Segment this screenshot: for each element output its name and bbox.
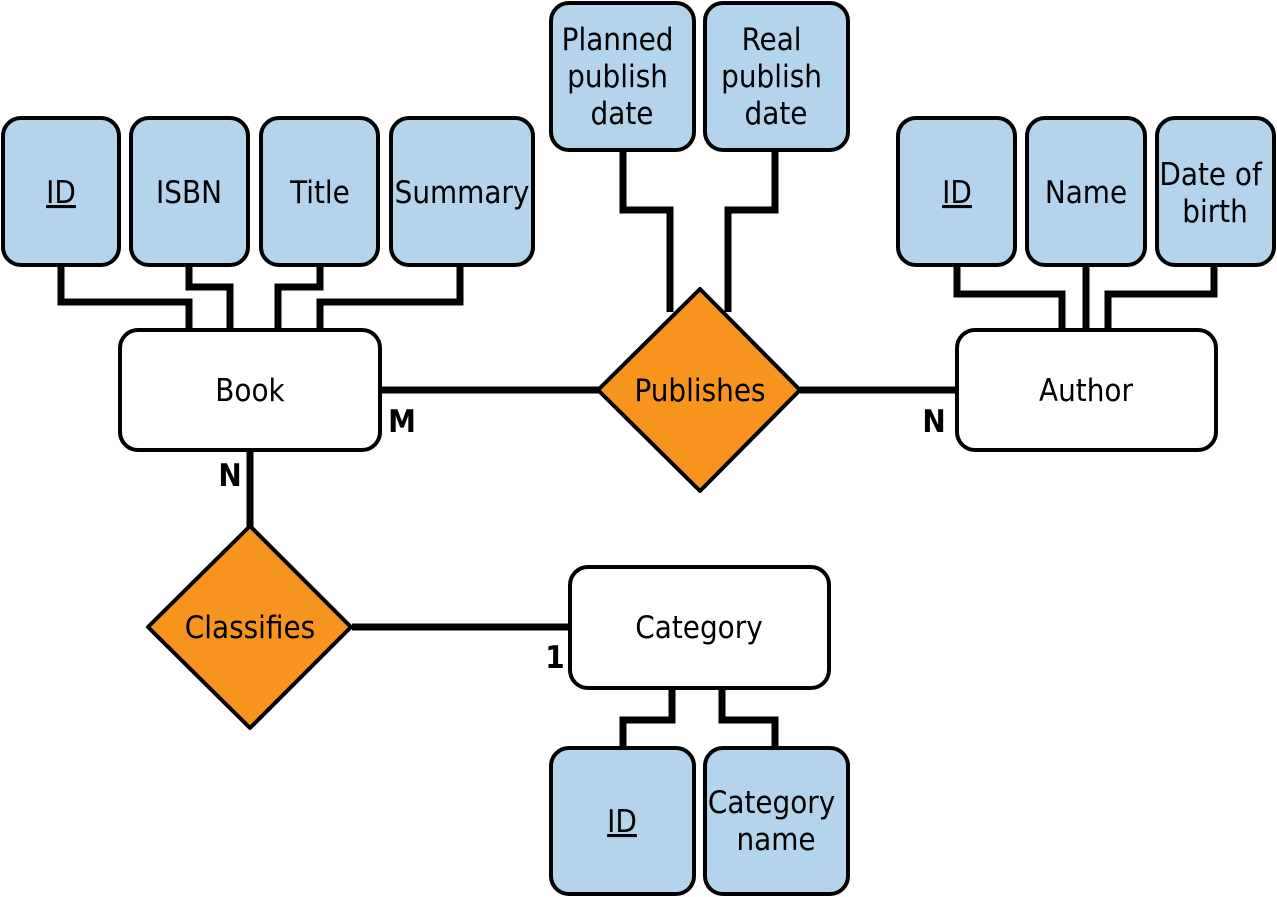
attribute-label: Name: [1045, 175, 1127, 211]
attribute-label: ID: [942, 175, 972, 211]
attribute-book-isbn: ISBN: [129, 116, 250, 267]
attribute-book-title: Title: [259, 116, 380, 267]
cardinality-book-classifies: N: [218, 458, 241, 494]
attribute-label: Summary: [395, 175, 530, 211]
connector-category-id: [619, 688, 676, 748]
attribute-author-date-of-birth: Date of birth: [1155, 116, 1276, 267]
attribute-label: ID: [46, 175, 76, 211]
entity-label: Book: [215, 373, 285, 409]
connector-planned-publish-date: [619, 150, 674, 312]
attribute-book-summary: Summary: [389, 116, 535, 267]
attribute-label-line: publish: [721, 59, 822, 95]
attribute-real-publish-date: Real publish date: [703, 1, 850, 152]
attribute-planned-publish-date: Planned publish date: [549, 1, 696, 152]
attribute-category-id: ID: [549, 746, 696, 896]
relationship-label: Classifies: [185, 610, 315, 646]
relationship-publishes: Publishes: [596, 287, 802, 493]
attribute-label: Planned publish date: [562, 22, 683, 132]
attribute-label: Title: [289, 175, 350, 211]
entity-label: Author: [1039, 373, 1133, 409]
attribute-label-line: date: [745, 96, 808, 132]
cardinality-category-classifies: 1: [545, 640, 564, 676]
attribute-label-line: publish: [567, 59, 668, 95]
attribute-label: Date of birth: [1159, 157, 1270, 230]
relationship-classifies: Classifies: [146, 524, 353, 730]
attribute-label-line: birth: [1182, 194, 1248, 230]
connector-author-id: [953, 265, 1066, 330]
connector-real-publish-date: [724, 150, 779, 312]
connector-category-name: [718, 688, 779, 748]
relationship-label: Publishes: [634, 373, 765, 409]
attribute-author-name: Name: [1025, 116, 1147, 267]
attribute-author-id: ID: [896, 116, 1017, 267]
attribute-book-id: ID: [1, 116, 121, 267]
connector-book-title: [274, 265, 324, 330]
attribute-label: Real publish date: [721, 22, 831, 132]
cardinality-author-publishes: N: [922, 404, 945, 440]
connector-book-summary: [316, 265, 464, 330]
entity-category: Category: [568, 565, 831, 690]
entity-book: Book: [118, 328, 382, 452]
attribute-label-line: name: [736, 822, 815, 858]
attribute-label-line: Planned: [562, 22, 674, 58]
attribute-label-line: Real: [742, 22, 802, 58]
connector-book-id: [57, 265, 193, 330]
attribute-label-line: Category: [708, 785, 835, 821]
attribute-category-name: Category name: [703, 746, 850, 896]
attribute-label: ID: [607, 804, 637, 840]
connectors: [57, 150, 1218, 748]
connector-author-date-of-birth: [1104, 265, 1218, 330]
attribute-label: ISBN: [156, 175, 222, 211]
entity-author: Author: [955, 328, 1218, 452]
attribute-label-line: Date of: [1159, 157, 1263, 193]
cardinality-book-publishes: M: [388, 404, 416, 440]
connector-book-isbn: [185, 265, 234, 330]
attribute-label-line: date: [591, 96, 654, 132]
attribute-label: Category name: [708, 785, 844, 858]
entity-label: Category: [635, 610, 762, 646]
